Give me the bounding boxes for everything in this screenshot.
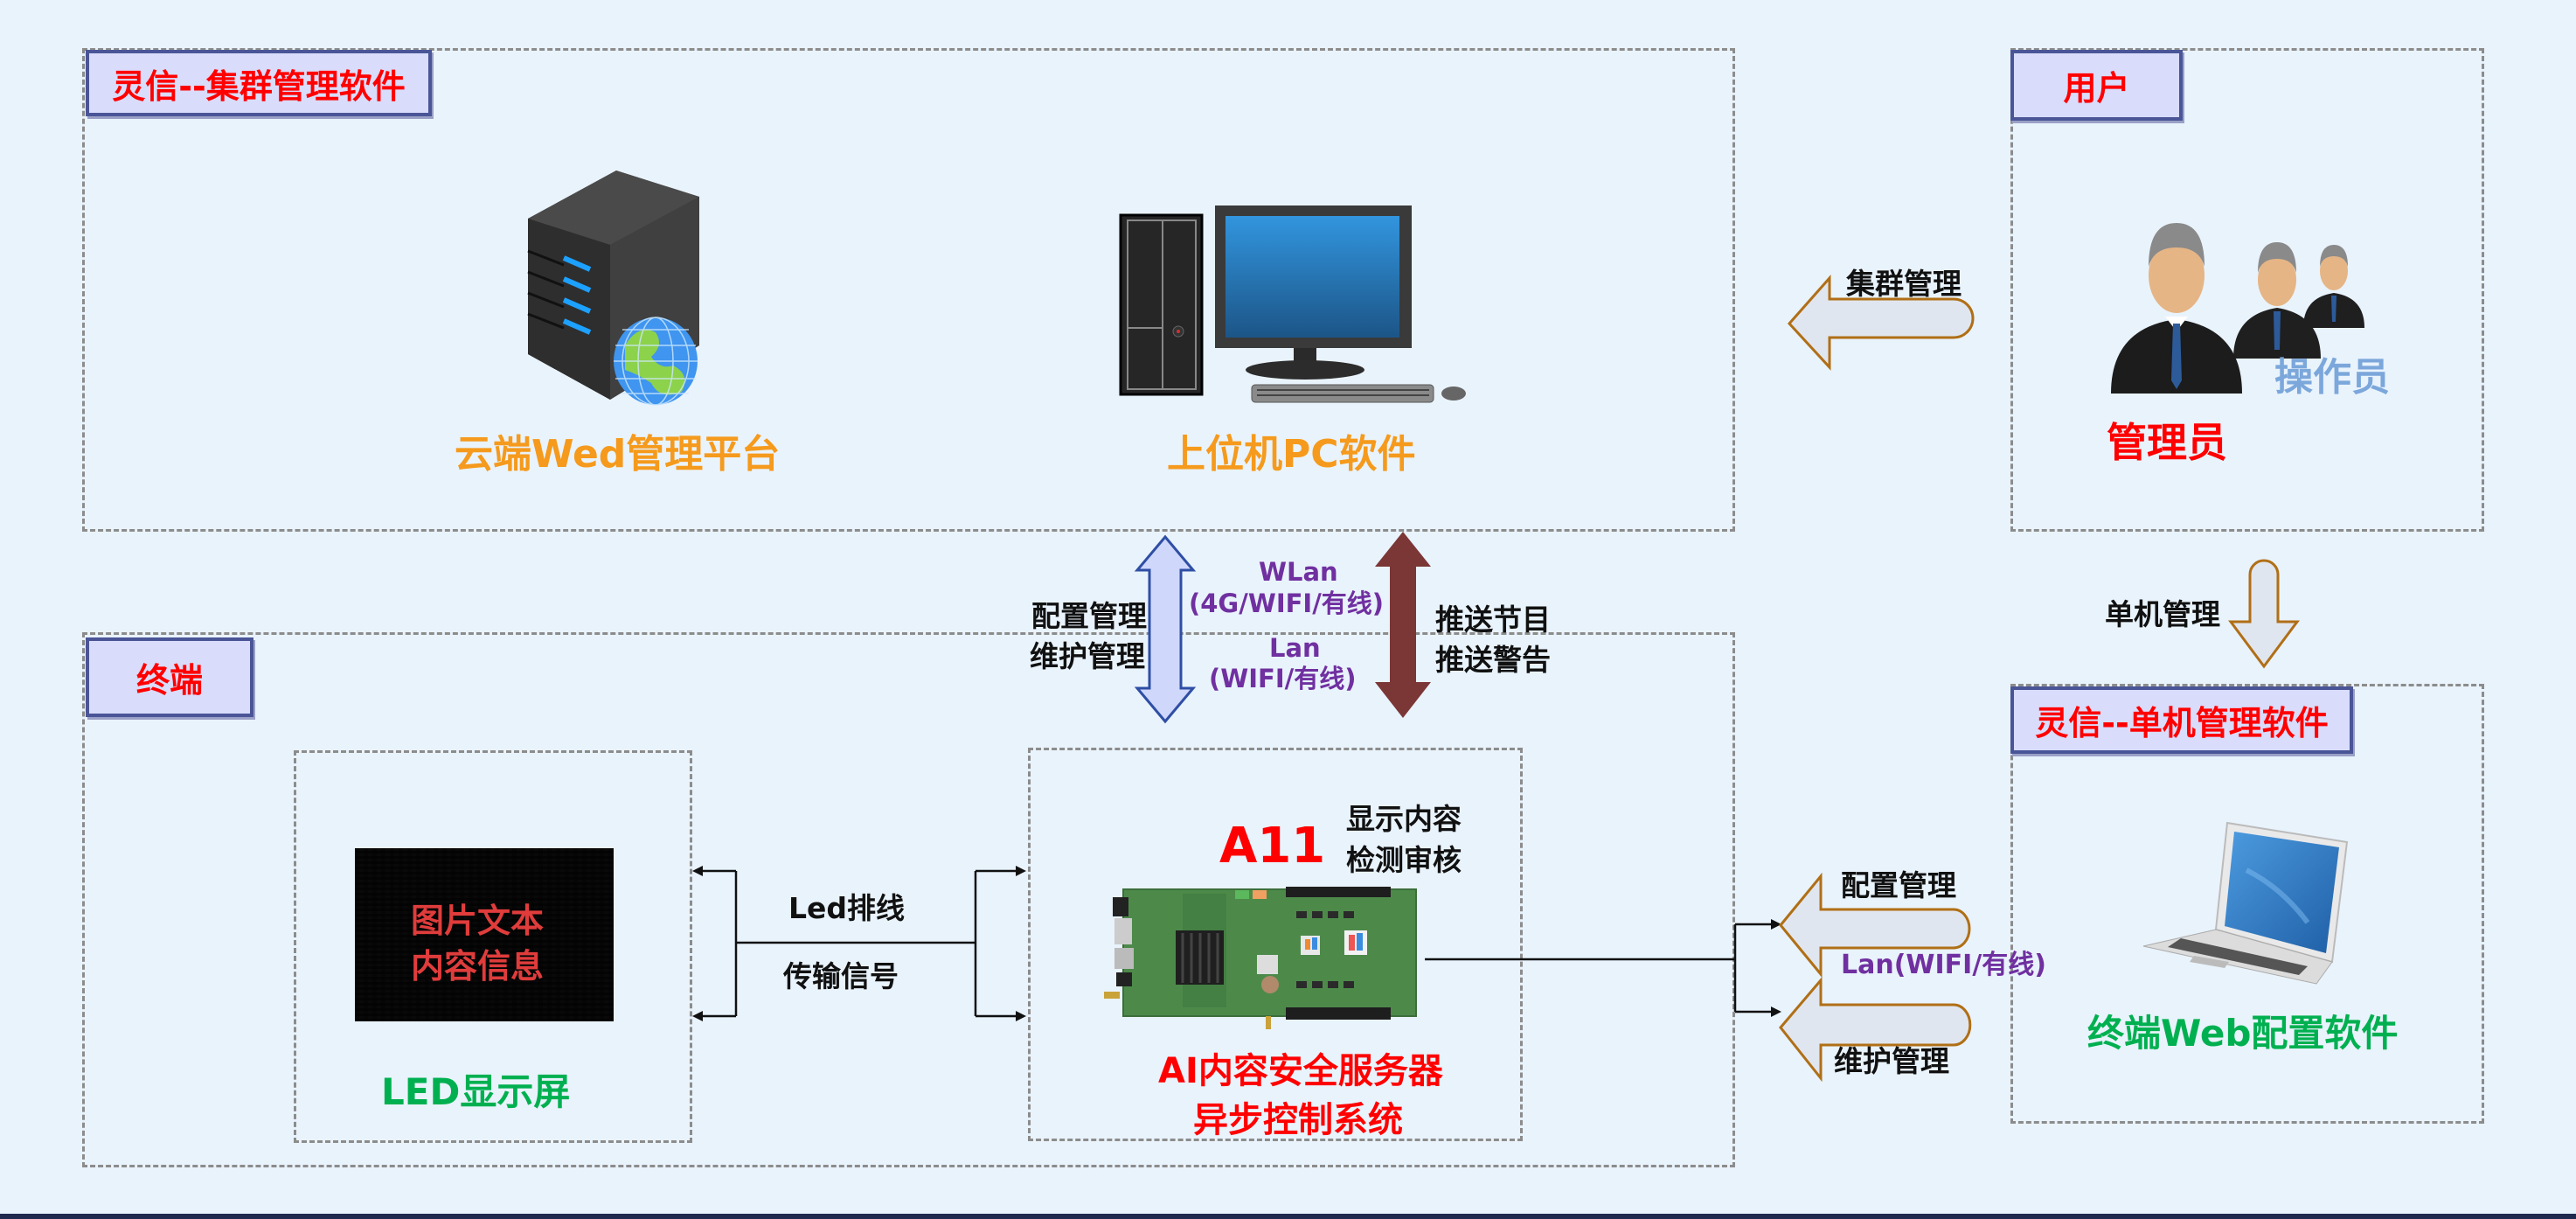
cluster-group-title: 灵信--集群管理软件 <box>86 50 432 116</box>
single-mgmt-arrow-icon[interactable] <box>2228 555 2300 669</box>
bottom-border <box>0 1214 2576 1219</box>
transmit-signal-label: 传输信号 <box>783 959 899 993</box>
lan-sub-label: (WIFI/有线) <box>1209 664 1357 693</box>
led-screen-text-2: 内容信息 <box>411 947 545 986</box>
push-double-arrow-icon[interactable] <box>1372 532 1434 720</box>
push-warning-label: 推送警告 <box>1435 643 1551 677</box>
right-lan-label: Lan(WIFI/有线) <box>1841 950 2047 980</box>
cluster-mgmt-arrow-icon[interactable] <box>1787 275 1975 371</box>
wlan-label: WLan <box>1259 557 1338 587</box>
cluster-mgmt-label: 集群管理 <box>1846 267 1962 301</box>
people-group-icon <box>2111 223 2364 394</box>
a11-web-connector <box>1425 919 1781 1017</box>
config-mgmt-left-1: 配置管理 <box>1031 599 1147 633</box>
push-program-label: 推送节目 <box>1435 603 1551 637</box>
laptop-icon <box>2142 821 2349 985</box>
server-globe-icon <box>527 171 699 406</box>
controller-board-icon <box>1104 887 1417 1029</box>
single-mgmt-label: 单机管理 <box>2105 597 2220 631</box>
a11-box <box>1028 748 1523 1141</box>
admin-label: 管理员 <box>2107 419 2227 466</box>
maint-mgmt-right-arrow-icon[interactable] <box>1779 975 1975 1083</box>
config-double-arrow-icon[interactable] <box>1134 534 1197 724</box>
config-mgmt-left-2: 维护管理 <box>1030 639 1145 673</box>
web-config-label: 终端Web配置软件 <box>2087 1012 2399 1055</box>
led-panel-image <box>355 848 614 1021</box>
led-cable-connector <box>692 866 1026 1021</box>
lan-label: Lan <box>1269 633 1321 663</box>
a11-model-label: A11 <box>1219 818 1326 874</box>
led-screen-box <box>294 750 692 1143</box>
user-group-title: 用户 <box>2010 50 2183 121</box>
operator-label: 操作员 <box>2274 355 2390 400</box>
right-maint-label: 维护管理 <box>1834 1044 1949 1078</box>
led-screen-text-1: 图片文本 <box>411 902 545 940</box>
desktop-computer-icon <box>1119 205 1466 403</box>
pc-software-label: 上位机PC软件 <box>1167 432 1416 477</box>
wlan-sub-label: (4G/WIFI/有线) <box>1189 589 1385 618</box>
config-mgmt-right-arrow-icon[interactable] <box>1779 872 1975 979</box>
single-group-box <box>2010 684 2484 1124</box>
led-screen-label: LED显示屏 <box>381 1070 571 1113</box>
a11-name-1: AI内容安全服务器 <box>1158 1051 1443 1091</box>
a11-name-2: 异步控制系统 <box>1193 1100 1403 1140</box>
terminal-group-box <box>82 632 1735 1167</box>
terminal-group-title: 终端 <box>86 637 253 717</box>
right-config-label: 配置管理 <box>1841 868 1956 902</box>
led-cable-label: Led排线 <box>788 891 906 925</box>
a11-note-2: 检测审核 <box>1346 843 1462 877</box>
user-group-box <box>2010 48 2484 532</box>
cloud-platform-label: 云端Wed管理平台 <box>455 432 781 477</box>
cluster-group-box <box>82 48 1735 532</box>
a11-note-1: 显示内容 <box>1346 802 1462 836</box>
single-group-title: 灵信--单机管理软件 <box>2010 686 2353 754</box>
